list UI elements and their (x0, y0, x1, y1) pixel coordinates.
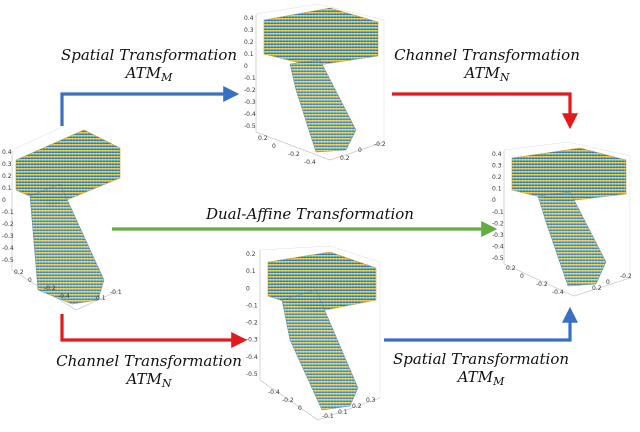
z-tick-label: 0.3 (2, 161, 12, 168)
base-tick-label: 0 (298, 405, 302, 412)
base-tick-label: 0 (358, 147, 362, 154)
z-tick-label: -0.1 (2, 209, 14, 216)
z-tick-label: -0.3 (244, 99, 256, 106)
base-tick-label: 0 (272, 143, 276, 150)
base-tick-label: 0.2 (340, 155, 350, 162)
z-tick-label: 0.1 (244, 51, 254, 58)
z-tick-label: 0.2 (244, 39, 254, 46)
z-tick-label: 0.3 (492, 163, 502, 170)
base-tick-label: -0.2 (44, 285, 56, 292)
base-tick-label: 0.2 (14, 269, 24, 276)
base-tick-label: 0.2 (592, 285, 602, 292)
base-tick-label: -0.4 (268, 389, 280, 396)
z-tick-label: 0.3 (244, 27, 254, 34)
z-tick-label: 0 (2, 197, 6, 204)
z-tick-label: -0.2 (2, 221, 14, 228)
channel-arrow-bottom (60, 314, 248, 348)
channel-arrow-top (392, 92, 578, 130)
plot-channel-transformed: 0.20.10-0.1-0.2-0.3-0.4-0.5 -0.4-0.20-0.… (246, 245, 381, 421)
base-tick-label: 0 (606, 279, 610, 286)
spatial-arrow-bottom (384, 306, 578, 342)
label-dual-affine: Dual-Affine Transformation (192, 205, 428, 223)
base-tick-label: 0.2 (506, 265, 516, 272)
z-tick-label: -0.4 (492, 243, 504, 250)
z-tick-label: -0.3 (492, 232, 504, 239)
z-tick-label: 0 (246, 285, 250, 292)
plot-original: 0.4 0.3 0.2 0.1 0 -0.1 -0.2 -0.3 -0.4 -0.5 0.2 0 -0… (2, 127, 122, 311)
label-title: Channel Transformation (56, 352, 242, 370)
base-tick-label: -0.2 (536, 281, 548, 288)
z-tick-label: -0.2 (492, 220, 504, 227)
z-tick-label: -0.5 (244, 123, 256, 130)
base-tick-label: -0.4 (552, 289, 564, 296)
z-tick-label: 0.2 (492, 174, 502, 181)
z-tick-label: 0.4 (244, 15, 254, 22)
mesh-top-bar (511, 147, 627, 203)
label-title: Spatial Transformation (392, 350, 570, 368)
z-tick-label: 0.1 (2, 185, 12, 192)
mesh-stem (281, 289, 359, 411)
z-tick-label: -0.5 (492, 255, 504, 262)
mesh-stem (289, 59, 357, 153)
label-spatial-top: Spatial Transformation ATMM (56, 46, 242, 87)
base-tick-label: 0.3 (366, 397, 376, 404)
label-atm: ATMN (126, 370, 172, 390)
label-atm: ATMN (464, 64, 510, 84)
label-title: Channel Transformation (394, 46, 580, 64)
z-tick-label: -0.2 (246, 320, 258, 327)
z-tick-label: 0 (492, 197, 496, 204)
base-tick-label: 0 (28, 277, 32, 284)
base-tick-label: -0.4 (58, 293, 70, 300)
z-tick-label: -0.1 (492, 209, 504, 216)
label-channel-top: Channel Transformation ATMN (392, 46, 582, 87)
z-tick-label: 0.4 (2, 149, 12, 156)
base-tick-label: -0.2 (288, 151, 300, 158)
label-atm: ATMM (125, 64, 173, 84)
z-tick-label: -0.4 (244, 111, 256, 118)
z-tick-label: 0.1 (492, 186, 502, 193)
plot-dual-affine-result: 0.4 0.3 0.2 0.1 0 -0.1 -0.2 -0.3 -0.4 -0.5 0.2 0 -0… (492, 141, 632, 297)
mesh-stem (29, 183, 105, 305)
mesh-stem (537, 191, 607, 287)
z-tick-label: 0.2 (246, 251, 256, 258)
base-tick-label: -0.1 (322, 413, 334, 420)
z-tick-label: -0.5 (2, 257, 14, 264)
z-tick-label: -0.3 (246, 337, 258, 344)
label-title: Dual-Affine Transformation (206, 205, 414, 223)
base-tick-label: -0.1 (110, 289, 122, 296)
z-tick-label: 0.4 (492, 151, 502, 158)
base-tick-label: 0.1 (338, 409, 348, 416)
mesh-top-bar (263, 7, 379, 67)
base-tick-label: 0.2 (352, 403, 362, 410)
plot-spatial-transformed: 0.4 0.3 0.2 0.1 0 -0.1 -0.2 -0.3 -0.4 -0.5 0.2 0 -0… (244, 3, 386, 166)
z-tick-label: -0.5 (246, 371, 258, 378)
z-tick-label: 0 (244, 63, 248, 70)
base-tick-label: 0.1 (96, 295, 106, 302)
label-channel-bottom: Channel Transformation ATMN (54, 352, 244, 393)
spatial-arrow-top (60, 86, 240, 126)
z-tick-label: -0.1 (244, 75, 256, 82)
z-tick-label: 0.2 (2, 173, 12, 180)
base-tick-label: -0.2 (282, 397, 294, 404)
base-tick-label: 0.2 (258, 135, 268, 142)
base-tick-label: -0.4 (304, 159, 316, 166)
z-tick-label: -0.4 (2, 245, 14, 252)
z-tick-label: -0.2 (244, 87, 256, 94)
base-tick-label: -0.2 (620, 273, 632, 280)
z-tick-label: -0.3 (2, 233, 14, 240)
label-title: Spatial Transformation (60, 46, 238, 64)
base-tick-label: 0 (520, 273, 524, 280)
label-spatial-bottom: Spatial Transformation ATMM (388, 350, 574, 391)
base-tick-label: -0.2 (374, 141, 386, 148)
mesh-top-bar (15, 129, 121, 207)
z-tick-label: -0.4 (246, 354, 258, 361)
z-tick-label: 0.1 (246, 268, 256, 275)
z-tick-label: -0.1 (246, 302, 258, 309)
label-atm: ATMM (457, 368, 505, 388)
